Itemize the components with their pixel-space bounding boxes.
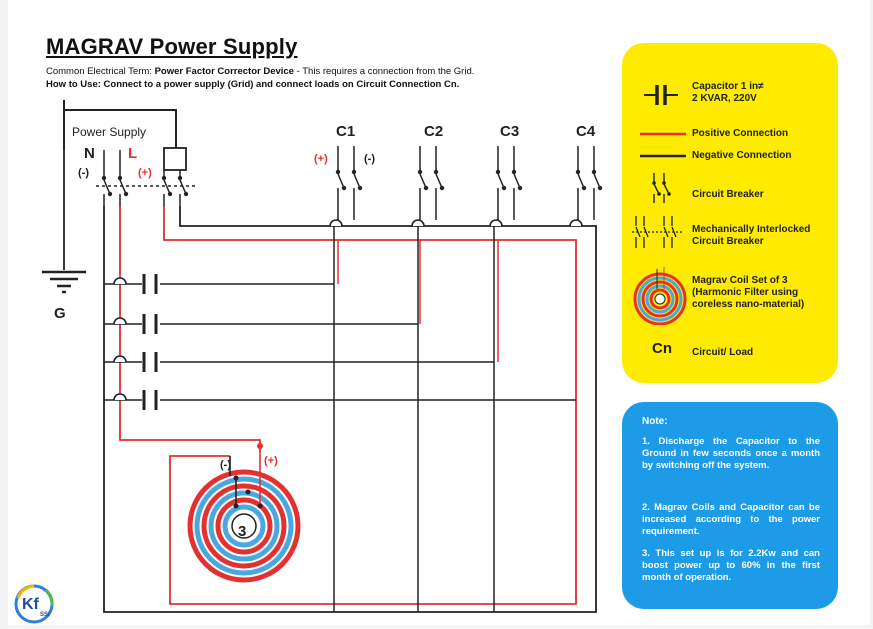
neutral-label: N bbox=[84, 145, 95, 162]
note-item: 2. Magrav Coils and Capacitor can be inc… bbox=[642, 502, 820, 537]
live-pos-label: (+) bbox=[138, 167, 152, 179]
legend-coil-line1: Magrav Coil Set of 3 bbox=[692, 275, 788, 286]
note-title: Note: bbox=[642, 416, 668, 427]
neutral-neg-label: (-) bbox=[78, 167, 89, 179]
coil-neg-label: (-) bbox=[220, 459, 231, 471]
legend-panel: Capacitor 1 in≠ 2 KVAR, 220V Positive Co… bbox=[622, 43, 838, 383]
note-item: 1. Discharge the Capacitor to the Ground… bbox=[642, 436, 820, 471]
logo-sub: SSI bbox=[40, 612, 50, 618]
circuit-label-c3: C3 bbox=[500, 123, 519, 140]
term-value: Power Factor Corrector Device bbox=[154, 66, 294, 77]
legend-positive: Positive Connection bbox=[692, 128, 789, 139]
circuit-label-c2: C2 bbox=[424, 123, 443, 140]
legend-cn-symbol: Cn bbox=[652, 340, 672, 357]
note-panel: Note: 1. Discharge the Capacitor to the … bbox=[622, 402, 838, 609]
magrav-coil bbox=[187, 443, 301, 583]
term-rest: - This requires a connection from the Gr… bbox=[296, 66, 475, 77]
legend-capacitor-line2: 2 KVAR, 220V bbox=[692, 93, 757, 104]
positive-line-icon bbox=[640, 132, 686, 136]
legend-capacitor-line1: Capacitor 1 in≠ bbox=[692, 81, 764, 92]
term-label: Common Electrical Term: bbox=[46, 66, 152, 77]
page-title: MAGRAV Power Supply bbox=[46, 34, 298, 59]
logo-text: Kf bbox=[22, 596, 39, 613]
note-item: 3. This set up is for 2.2Kw and can boos… bbox=[642, 548, 820, 583]
ground-label: G bbox=[54, 305, 66, 322]
subtitle-how-to: How to Use: Connect to a power supply (G… bbox=[46, 79, 460, 90]
kfssi-logo bbox=[14, 584, 54, 624]
circuit-label-c4: C4 bbox=[576, 123, 596, 140]
coil-pos-label: (+) bbox=[264, 455, 278, 467]
legend-interlocked-line1: Mechanically Interlocked bbox=[692, 224, 811, 235]
negative-line-icon bbox=[640, 154, 686, 158]
capacitor-icon bbox=[644, 85, 678, 105]
legend-breaker: Circuit Breaker bbox=[692, 189, 764, 200]
legend-negative: Negative Connection bbox=[692, 150, 792, 161]
coil-count-label: 3 bbox=[238, 523, 246, 540]
power-supply-label: Power Supply bbox=[72, 125, 146, 139]
c1-neg-label: (-) bbox=[364, 153, 375, 165]
subtitle-term: Common Electrical Term: Power Factor Cor… bbox=[46, 66, 474, 77]
legend-coil-line2: (Harmonic Filter using bbox=[692, 287, 799, 298]
legend-interlocked-line2: Circuit Breaker bbox=[692, 236, 764, 247]
legend-coil-line3: coreless nano-material) bbox=[692, 299, 805, 310]
magrav-coil-icon bbox=[633, 267, 687, 325]
c1-pos-label: (+) bbox=[314, 153, 328, 165]
interlocked-breaker-icon bbox=[632, 216, 684, 248]
circuit-label-c1: C1 bbox=[336, 123, 355, 140]
circuit-breaker-icon bbox=[652, 173, 671, 203]
legend-cn-label: Circuit/ Load bbox=[692, 347, 754, 358]
live-label: L bbox=[128, 145, 137, 162]
